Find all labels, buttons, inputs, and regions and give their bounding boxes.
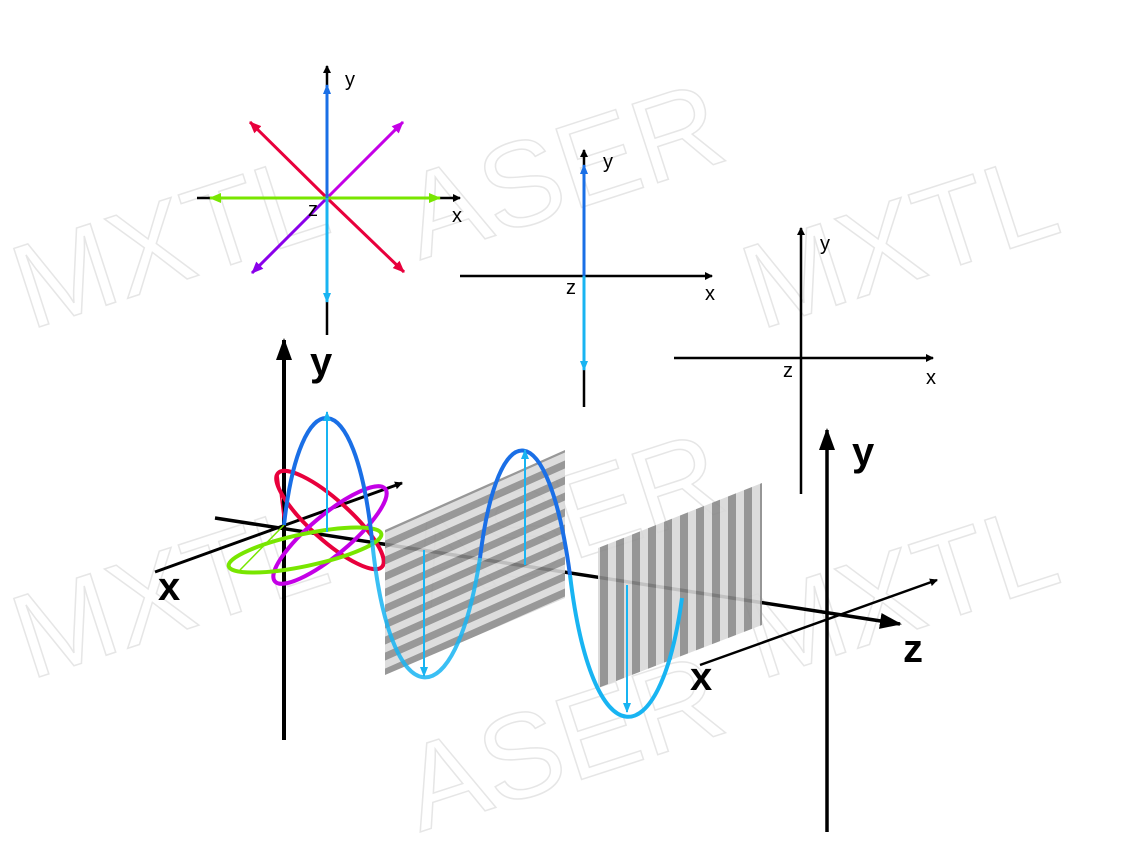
z-label: z	[566, 277, 576, 299]
right-x-label: x	[690, 655, 712, 699]
green-field-vector	[239, 524, 285, 571]
horizontal-stripe-polarizer	[385, 450, 565, 675]
main-scene: y x z x y	[154, 338, 938, 832]
y-label: y	[603, 151, 613, 173]
z-label: z	[783, 360, 793, 382]
z-label: z	[308, 199, 318, 221]
right-y-label: y	[852, 430, 875, 474]
wave-trough	[568, 574, 684, 719]
red-arrow-icon	[325, 196, 406, 274]
green-polarization-ellipse	[226, 525, 384, 575]
watermark: MXTL ASER MXTL MXTL ASER MXTL ASER	[0, 56, 1073, 848]
magenta-arrow-icon	[325, 120, 405, 200]
inset-unpolarized: y x z	[197, 65, 462, 335]
x-label: x	[926, 367, 936, 389]
y-label: y	[820, 233, 830, 255]
inset-blocked: y x z	[674, 227, 936, 494]
red-arrow-icon	[248, 120, 329, 200]
main-x-label: x	[158, 565, 180, 609]
main-y-label: y	[310, 340, 333, 384]
purple-arrow-icon	[250, 196, 329, 275]
watermark-text: ASER	[387, 628, 739, 848]
x-label: x	[705, 283, 715, 305]
red-polarization-ellipse	[274, 468, 386, 572]
magenta-polarization-ellipse	[271, 484, 389, 586]
main-z-label: z	[903, 627, 923, 671]
watermark-text: MXTL	[727, 478, 1073, 704]
watermark-text: ASER	[387, 56, 739, 284]
right-x-axis	[699, 578, 938, 667]
vertical-stripe-polarizer	[598, 483, 762, 688]
inset-vertically-polarized: y x z	[460, 149, 715, 407]
y-label: y	[345, 69, 355, 91]
watermark-text: MXTL	[727, 128, 1073, 354]
x-label: x	[452, 205, 462, 227]
